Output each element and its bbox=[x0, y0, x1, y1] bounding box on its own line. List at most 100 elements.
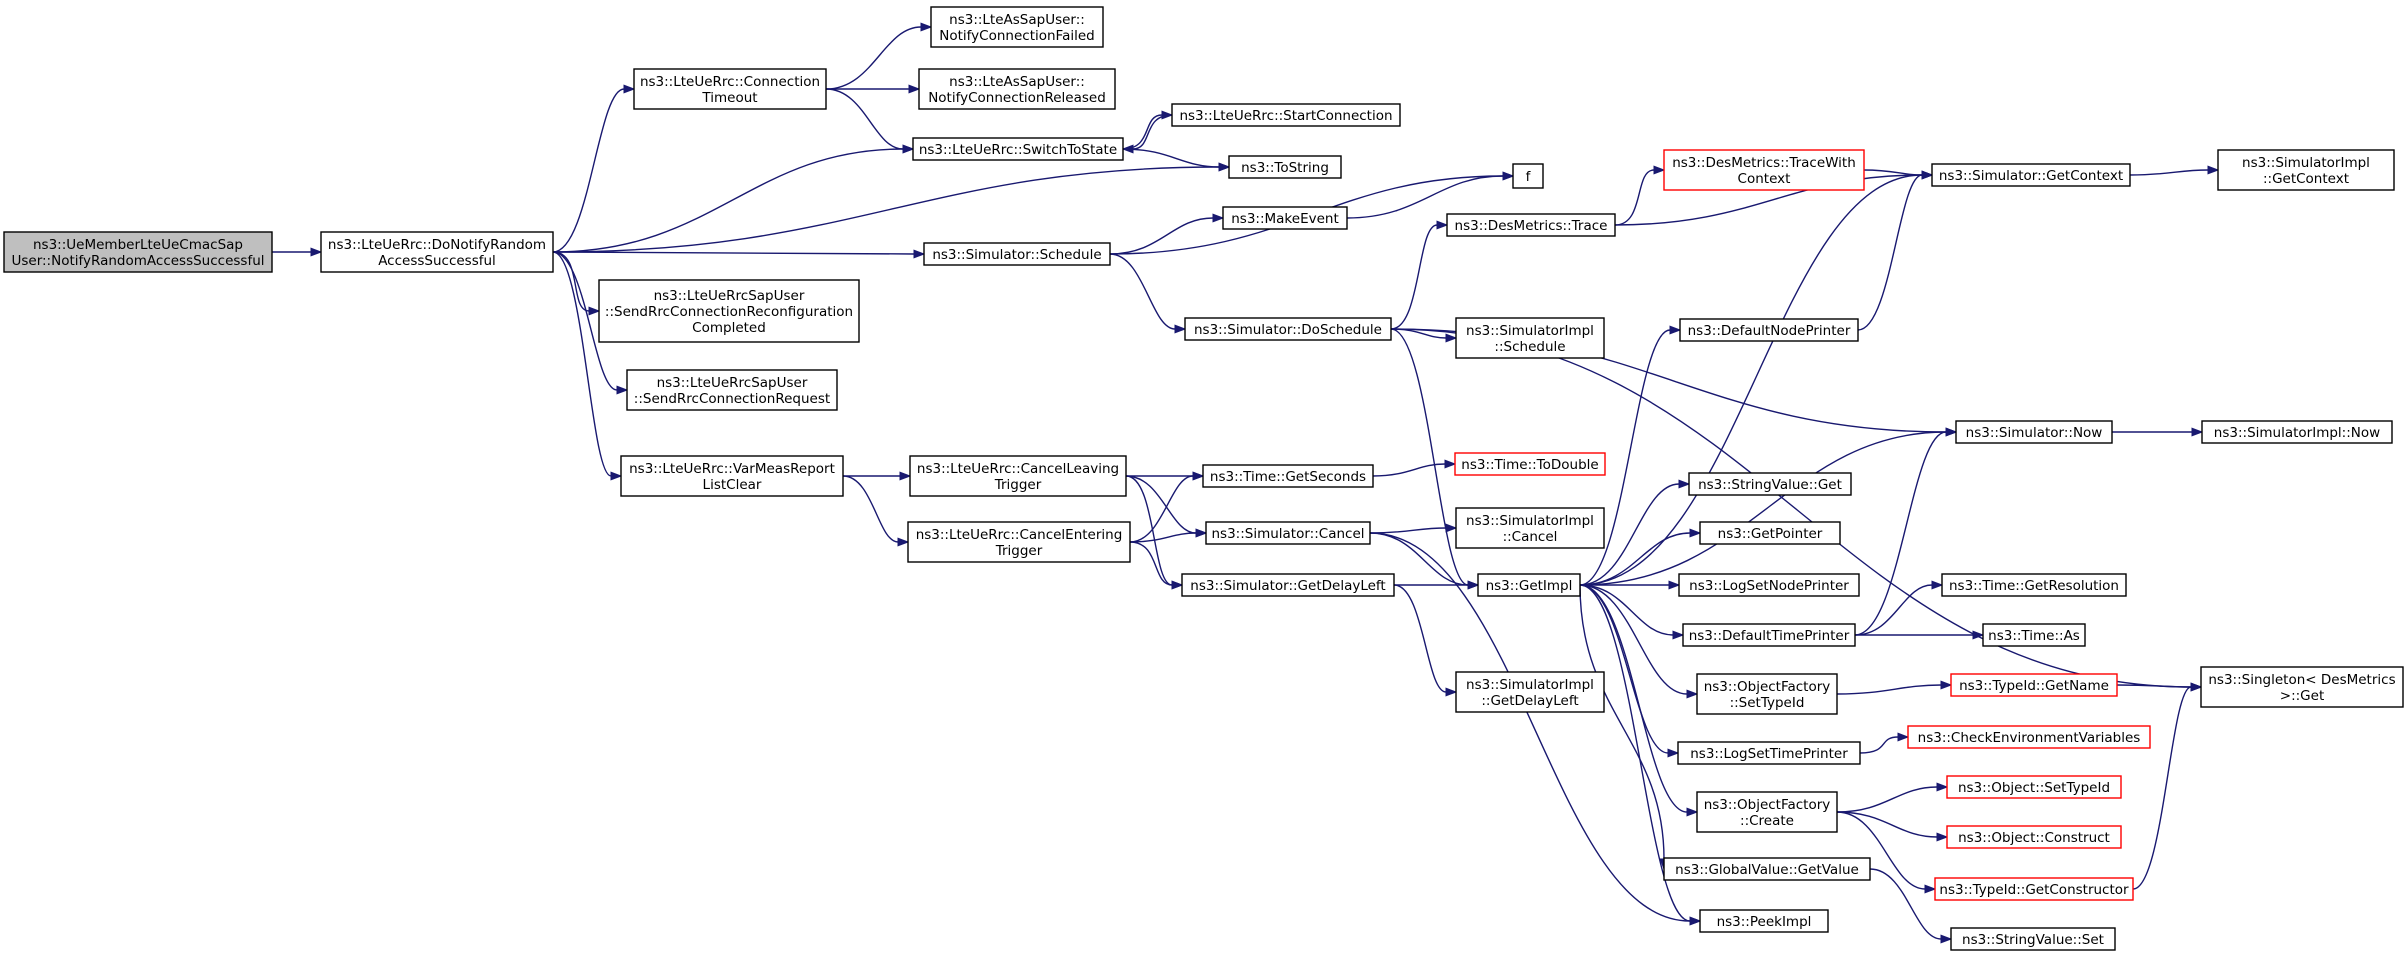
node-get-resolution[interactable]: ns3::Time::GetResolution bbox=[1941, 573, 2127, 597]
node-of-set-type-id[interactable]: ns3::ObjectFactory::SetTypeId bbox=[1696, 673, 1838, 715]
node-box bbox=[320, 231, 554, 273]
node-box bbox=[1184, 317, 1392, 341]
node-get-delay-left[interactable]: ns3::Simulator::GetDelayLeft bbox=[1181, 573, 1395, 597]
node-obj-set-type-id[interactable]: ns3::Object::SetTypeId bbox=[1946, 775, 2122, 799]
node-label-line: ns3::LteUeRrc::SwitchToState bbox=[919, 142, 1117, 158]
node-get-seconds[interactable]: ns3::Time::GetSeconds bbox=[1202, 464, 1374, 488]
node-label-line: ns3::GlobalValue::GetValue bbox=[1675, 862, 1859, 878]
edge-do-schedule-to-get-impl bbox=[1390, 328, 1480, 590]
node-obj-construct[interactable]: ns3::Object::Construct bbox=[1946, 825, 2122, 849]
node-conn-failed[interactable]: ns3::LteAsSapUser::NotifyConnectionFaile… bbox=[930, 6, 1104, 48]
node-of-create[interactable]: ns3::ObjectFactory::Create bbox=[1696, 791, 1838, 833]
edge-get-impl-to-string-value-get bbox=[1579, 479, 1691, 586]
edge-arrowhead bbox=[2207, 165, 2220, 175]
edge-arrowhead bbox=[1161, 110, 1174, 120]
node-default-node-printer[interactable]: ns3::DefaultNodePrinter bbox=[1679, 318, 1859, 342]
node-box bbox=[1512, 163, 1544, 189]
node-label-line: ns3::Time::As bbox=[1988, 628, 2080, 644]
node-sim-impl-get-delay-left[interactable]: ns3::SimulatorImpl::GetDelayLeft bbox=[1455, 671, 1605, 713]
node-label-line: Trigger bbox=[994, 477, 1042, 493]
node-label-line: ::SendRrcConnectionReconfiguration bbox=[605, 304, 853, 320]
edge-arrowhead bbox=[1445, 523, 1458, 533]
edge-line bbox=[1579, 584, 1691, 922]
node-do-schedule[interactable]: ns3::Simulator::DoSchedule bbox=[1184, 317, 1392, 341]
node-get-constructor[interactable]: ns3::TypeId::GetConstructor bbox=[1934, 877, 2134, 901]
edge-arrowhead bbox=[1445, 333, 1458, 343]
node-time-as[interactable]: ns3::Time::As bbox=[1982, 623, 2086, 647]
edge-line bbox=[1854, 431, 1947, 636]
node-sim-now[interactable]: ns3::Simulator::Now bbox=[1955, 420, 2113, 444]
node-get-context[interactable]: ns3::Simulator::GetContext bbox=[1931, 163, 2131, 187]
node-to-double[interactable]: ns3::Time::ToDouble bbox=[1454, 452, 1606, 476]
node-send-req[interactable]: ns3::LteUeRrcSapUser::SendRrcConnectionR… bbox=[626, 369, 838, 411]
node-singleton-get[interactable]: ns3::Singleton< DesMetrics>::Get bbox=[2200, 666, 2404, 708]
node-box bbox=[1663, 857, 1871, 881]
node-get-pointer[interactable]: ns3::GetPointer bbox=[1699, 521, 1841, 545]
node-log-set-time-printer[interactable]: ns3::LogSetTimePrinter bbox=[1677, 741, 1861, 765]
edge-line bbox=[1579, 532, 1691, 586]
node-sim-impl-get-context[interactable]: ns3::SimulatorImpl::GetContext bbox=[2217, 149, 2395, 191]
edge-line bbox=[1369, 527, 1447, 534]
edge-arrowhead bbox=[1192, 471, 1205, 481]
node-label-line: ::GetContext bbox=[2263, 171, 2349, 187]
node-label-line: ns3::LteAsSapUser:: bbox=[949, 12, 1085, 28]
node-string-value-get[interactable]: ns3::StringValue::Get bbox=[1688, 472, 1852, 496]
edge-line bbox=[552, 251, 915, 255]
node-to-string[interactable]: ns3::ToString bbox=[1228, 155, 1342, 179]
node-label-line: ns3::ObjectFactory bbox=[1704, 797, 1831, 813]
edge-schedule-to-do-schedule bbox=[1109, 253, 1187, 334]
edge-arrowhead bbox=[913, 249, 926, 259]
edge-get-impl-to-get-pointer bbox=[1579, 528, 1702, 586]
node-label-line: f bbox=[1526, 169, 1532, 185]
node-label-line: ns3::DesMetrics::TraceWith bbox=[1672, 155, 1856, 171]
node-label-line: ns3::Simulator::Now bbox=[1966, 425, 2103, 441]
node-box bbox=[1955, 420, 2113, 444]
node-global-get-value[interactable]: ns3::GlobalValue::GetValue bbox=[1663, 857, 1871, 881]
node-get-impl[interactable]: ns3::GetImpl bbox=[1477, 573, 1581, 597]
node-box bbox=[1202, 464, 1374, 488]
node-sim-impl-cancel[interactable]: ns3::SimulatorImpl::Cancel bbox=[1455, 507, 1605, 549]
node-box bbox=[1946, 825, 2122, 849]
node-label-line: ::Cancel bbox=[1503, 529, 1558, 545]
node-sim-impl-schedule[interactable]: ns3::SimulatorImpl::Schedule bbox=[1455, 317, 1605, 359]
node-sim-impl-now[interactable]: ns3::SimulatorImpl::Now bbox=[2201, 420, 2393, 444]
node-do-notify[interactable]: ns3::LteUeRrc::DoNotifyRandomAccessSucce… bbox=[320, 231, 554, 273]
node-label-line: ns3::LteUeRrcSapUser bbox=[654, 288, 805, 304]
node-box bbox=[1677, 741, 1861, 765]
edge-do-notify-to-schedule bbox=[552, 249, 926, 259]
edge-arrowhead bbox=[1936, 782, 1949, 792]
edge-get-impl-to-default-time-printer bbox=[1579, 584, 1685, 640]
node-start-conn[interactable]: ns3::LteUeRrc::StartConnection bbox=[1171, 103, 1401, 127]
node-sim-cancel[interactable]: ns3::Simulator::Cancel bbox=[1205, 521, 1371, 545]
edge-arrowhead bbox=[1444, 459, 1457, 469]
edge-arrowhead bbox=[1689, 528, 1702, 538]
node-switch-to-state[interactable]: ns3::LteUeRrc::SwitchToState bbox=[912, 137, 1124, 161]
node-conn-released[interactable]: ns3::LteAsSapUser::NotifyConnectionRelea… bbox=[918, 68, 1116, 110]
node-label-line: User::NotifyRandomAccessSuccessful bbox=[11, 253, 264, 269]
node-peek-impl[interactable]: ns3::PeekImpl bbox=[1699, 909, 1829, 933]
node-label-line: ns3::Time::ToDouble bbox=[1461, 457, 1598, 473]
node-make-event[interactable]: ns3::MakeEvent bbox=[1222, 206, 1348, 230]
node-root[interactable]: ns3::UeMemberLteUeCmacSapUser::NotifyRan… bbox=[3, 231, 273, 273]
node-string-value-set[interactable]: ns3::StringValue::Set bbox=[1950, 927, 2116, 951]
node-default-time-printer[interactable]: ns3::DefaultTimePrinter bbox=[1682, 623, 1856, 647]
node-label-line: ::GetDelayLeft bbox=[1481, 693, 1578, 709]
edge-line bbox=[1393, 584, 1447, 693]
node-send-reconf[interactable]: ns3::LteUeRrcSapUser::SendRrcConnectionR… bbox=[598, 279, 860, 343]
edge-sim-now-to-sim-impl-now bbox=[2111, 427, 2204, 437]
node-box bbox=[620, 455, 844, 497]
node-f[interactable]: f bbox=[1512, 163, 1544, 189]
edge-var-meas-to-cancel-entering bbox=[842, 475, 910, 547]
node-schedule[interactable]: ns3::Simulator::Schedule bbox=[923, 242, 1111, 266]
edge-arrowhead bbox=[610, 471, 623, 481]
node-check-env[interactable]: ns3::CheckEnvironmentVariables bbox=[1907, 725, 2151, 749]
node-des-trace[interactable]: ns3::DesMetrics::Trace bbox=[1446, 213, 1616, 237]
node-type-id-get-name[interactable]: ns3::TypeId::GetName bbox=[1950, 673, 2118, 697]
node-log-set-node-printer[interactable]: ns3::LogSetNodePrinter bbox=[1678, 573, 1860, 597]
